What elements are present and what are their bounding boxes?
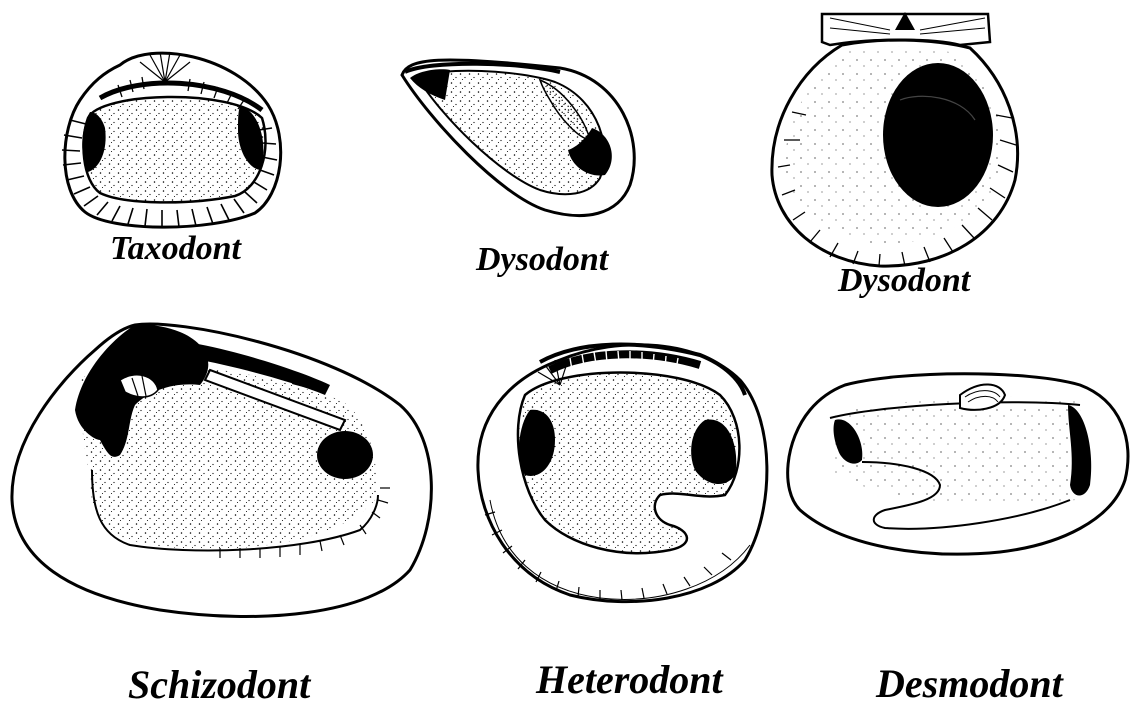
dysodont-mussel-shell xyxy=(402,60,634,216)
schizodont-label: Schizodont xyxy=(128,665,310,701)
dysodont-scallop-label: Dysodont xyxy=(838,264,970,298)
desmodont-shell xyxy=(788,374,1128,554)
heterodont-shell xyxy=(478,345,767,602)
dysodont-mussel-label: Dysodont xyxy=(476,243,608,277)
schizodont-shell xyxy=(12,324,431,616)
heterodont-label: Heterodont xyxy=(536,660,723,700)
desmodont-label: Desmodont xyxy=(876,664,1063,701)
taxodont-label: Taxodont xyxy=(110,232,241,266)
dysodont-scallop-shell xyxy=(772,12,1018,266)
taxodont-shell xyxy=(62,52,281,227)
